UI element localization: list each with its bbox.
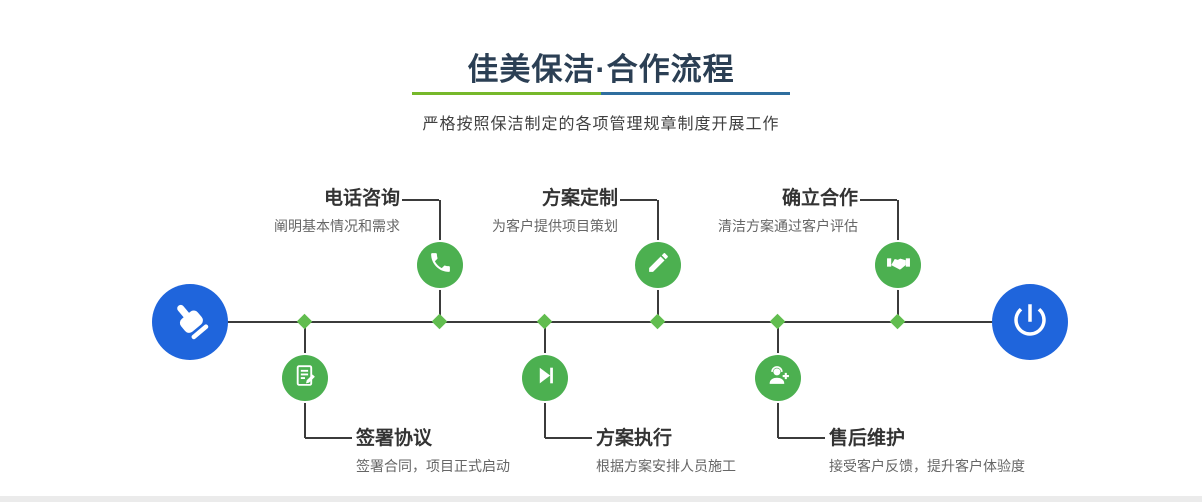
title-divider <box>412 92 790 95</box>
step-label: 电话咨询 阐明基本情况和需求 <box>230 186 400 235</box>
divider-blue-segment <box>601 92 790 95</box>
step-title: 电话咨询 <box>323 188 400 209</box>
start-node <box>152 284 228 360</box>
step-title: 确立合作 <box>781 188 858 209</box>
timeline-diamond <box>296 313 313 330</box>
timeline-diamond <box>889 313 906 330</box>
phone-icon <box>428 250 453 280</box>
contract-icon <box>293 363 318 393</box>
step-node <box>522 355 568 401</box>
play-icon <box>533 363 558 393</box>
step-label: 方案执行 根据方案安排人员施工 <box>596 426 876 475</box>
connector-horizontal <box>620 199 657 201</box>
step-node <box>875 242 921 288</box>
design-pen-icon <box>646 250 671 280</box>
step-desc: 根据方案安排人员施工 <box>596 458 736 474</box>
connector-horizontal <box>305 437 352 439</box>
step-label: 确立合作 清洁方案通过客户评估 <box>688 186 858 235</box>
step-title: 方案定制 <box>541 188 618 209</box>
connector-horizontal <box>402 199 439 201</box>
step-label: 签署协议 签署合同，项目正式启动 <box>356 426 636 475</box>
step-title: 签署协议 <box>356 428 433 449</box>
step-title: 方案执行 <box>596 428 673 449</box>
page-subtitle: 严格按照保洁制定的各项管理规章制度开展工作 <box>422 116 780 133</box>
step-desc: 为客户提供项目策划 <box>492 218 618 234</box>
step-desc: 清洁方案通过客户评估 <box>718 218 858 234</box>
step-desc: 接受客户反馈，提升客户体验度 <box>829 458 1025 474</box>
step-title: 售后维护 <box>829 428 906 449</box>
pointing-hand-icon <box>169 299 211 346</box>
step-node <box>755 355 801 401</box>
next-section-edge <box>0 496 1202 502</box>
timeline-diamond <box>431 313 448 330</box>
timeline-diamond <box>649 313 666 330</box>
connector-horizontal <box>545 437 592 439</box>
step-label: 方案定制 为客户提供项目策划 <box>448 186 618 235</box>
page-title: 佳美保洁·合作流程 <box>467 52 735 87</box>
timeline-line <box>190 321 1030 323</box>
connector-horizontal <box>778 437 825 439</box>
step-node <box>417 242 463 288</box>
timeline-diamond <box>536 313 553 330</box>
power-icon <box>1009 299 1051 346</box>
step-node <box>282 355 328 401</box>
end-node <box>992 284 1068 360</box>
connector-horizontal <box>860 199 897 201</box>
step-node <box>635 242 681 288</box>
step-desc: 签署合同，项目正式启动 <box>356 458 510 474</box>
handshake-icon <box>886 250 911 280</box>
timeline-diamond <box>769 313 786 330</box>
step-desc: 阐明基本情况和需求 <box>274 218 400 234</box>
step-label: 售后维护 接受客户反馈，提升客户体验度 <box>829 426 1109 475</box>
divider-green-segment <box>412 92 601 95</box>
customer-service-icon <box>766 363 791 393</box>
